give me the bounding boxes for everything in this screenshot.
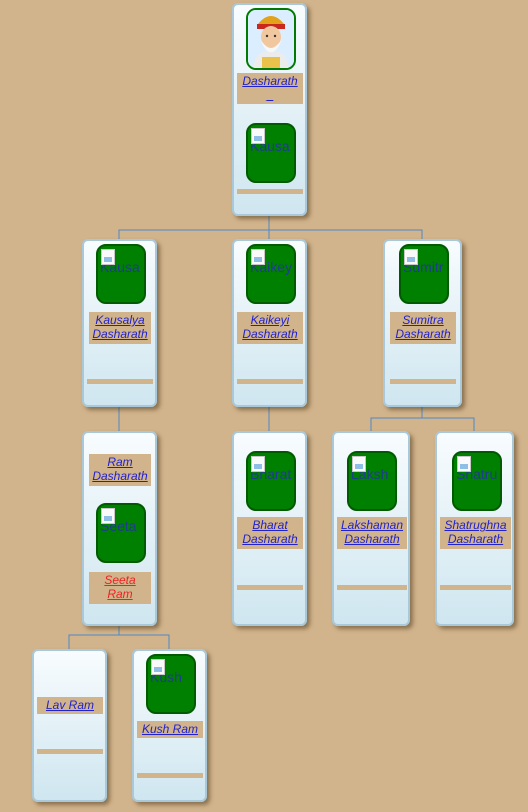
divider-bar [237,585,303,590]
divider-bar [440,585,511,590]
name-line: Dasharath [92,327,148,341]
broken-image-icon [251,456,265,472]
name-label-kaikeyi[interactable]: Kaikeyi Dasharath [237,312,303,344]
photo-bharat[interactable]: Bharat [246,451,296,511]
spouse-name-label-seeta[interactable]: Seeta Ram [89,572,151,604]
name-line: Lav Ram [45,698,95,712]
member-card-ram: Ram Dasharath Seeta Seeta Ram [82,431,157,626]
broken-image-icon [251,128,265,144]
broken-image-icon [457,456,471,472]
name-line: Kaikeyi [250,313,290,327]
broken-image-icon [352,456,366,472]
name-line: Ram [107,587,133,601]
divider-bar [37,749,103,754]
name-line: Seeta [104,573,136,587]
name-line: Dasharath [92,469,148,483]
name-line: Dasharath [395,327,451,341]
name-label-dasharath[interactable]: Dasharath _ [237,73,303,104]
name-line: Lakshaman [340,518,404,532]
name-line: Dasharath [344,532,400,546]
name-line: Dasharath [242,532,298,546]
connector-sumitra-children [370,417,475,432]
name-label-shatrughna[interactable]: Shatrughna Dasharath [440,517,511,549]
name-line: Sumitra [402,313,444,327]
divider-bar [337,585,407,590]
connector-ram-children [68,634,170,650]
photo-kush[interactable]: Kush [146,654,196,714]
photo-kausalya[interactable]: Kausa [96,244,146,304]
name-label-ram[interactable]: Ram Dasharath [89,454,151,486]
spouse-photo-seeta[interactable]: Seeta [96,503,146,563]
divider-bar [390,379,456,384]
name-label-lav[interactable]: Lav Ram [37,697,103,714]
broken-image-icon [101,249,115,265]
name-line: Kush Ram [141,722,199,736]
name-line: Dasharath [447,532,504,546]
photo-sumitra[interactable]: Sumitr [399,244,449,304]
divider-bar [137,773,203,778]
member-card-sumitra: Sumitr Sumitra Dasharath [383,239,462,407]
connector-gen1 [118,229,423,240]
photo-shatrughna[interactable]: Shatru [452,451,502,511]
divider-bar [237,189,303,194]
broken-image-icon [404,249,418,265]
dasharath-portrait[interactable] [246,8,296,70]
broken-image-icon [251,249,265,265]
name-line: Ram [107,455,133,469]
divider-bar [237,379,303,384]
member-card-shatrughna: Shatru Shatrughna Dasharath [435,431,514,626]
spouse-photo-kausalya[interactable]: Kausa [246,123,296,183]
member-card-kush: Kush Kush Ram [132,649,207,802]
name-line: Bharat [252,518,288,532]
member-card-lakshaman: Laksh Lakshaman Dasharath [332,431,410,626]
broken-image-icon [101,508,115,524]
broken-image-icon [151,659,165,675]
member-card-kausalya: Kausa Kausalya Dasharath [82,239,157,407]
photo-lakshaman[interactable]: Laksh [347,451,397,511]
name-label-kausalya[interactable]: Kausalya Dasharath [89,312,151,344]
name-label-bharat[interactable]: Bharat Dasharath [237,517,303,549]
name-line: Dasharath [242,74,298,88]
name-line: Kausalya [95,313,145,327]
member-card-dasharath: Dasharath _ Kausa [232,3,307,216]
name-line: Shatrughna [444,518,507,532]
name-label-kush[interactable]: Kush Ram [137,721,203,738]
name-label-lakshaman[interactable]: Lakshaman Dasharath [337,517,407,549]
name-line: Dasharath [242,327,298,341]
member-card-lav: Lav Ram [32,649,107,802]
name-label-sumitra[interactable]: Sumitra Dasharath [390,312,456,344]
photo-kaikeyi[interactable]: Kaikey [246,244,296,304]
name-line: _ [266,88,274,102]
divider-bar [87,379,153,384]
member-card-kaikeyi: Kaikey Kaikeyi Dasharath [232,239,307,407]
member-card-bharat: Bharat Bharat Dasharath [232,431,307,626]
